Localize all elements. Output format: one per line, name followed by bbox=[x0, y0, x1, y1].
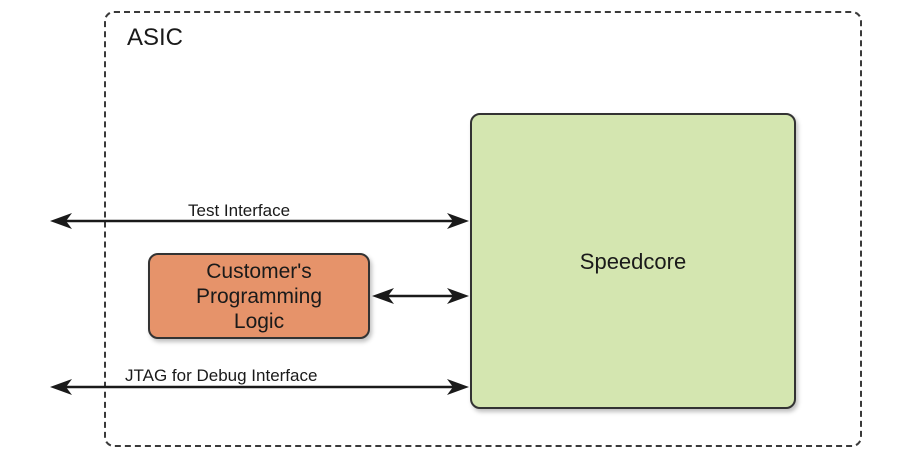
speedcore-label: Speedcore bbox=[579, 249, 687, 274]
jtag-label: JTAG for Debug Interface bbox=[125, 366, 318, 385]
customer-logic-line-2: Programming bbox=[195, 284, 323, 308]
asic-boundary bbox=[104, 11, 862, 447]
test-interface-arrow bbox=[50, 213, 469, 229]
customer-programming-logic-block: Customer's Programming Logic bbox=[148, 253, 370, 339]
asic-label: ASIC bbox=[127, 24, 184, 51]
customer-speedcore-arrow bbox=[372, 288, 469, 304]
customer-logic-line-1: Customer's bbox=[206, 259, 312, 283]
customer-logic-line-3: Logic bbox=[233, 309, 285, 333]
test-interface-label: Test Interface bbox=[188, 201, 291, 220]
jtag-arrow bbox=[50, 379, 469, 395]
speedcore-block: Speedcore bbox=[470, 113, 796, 409]
